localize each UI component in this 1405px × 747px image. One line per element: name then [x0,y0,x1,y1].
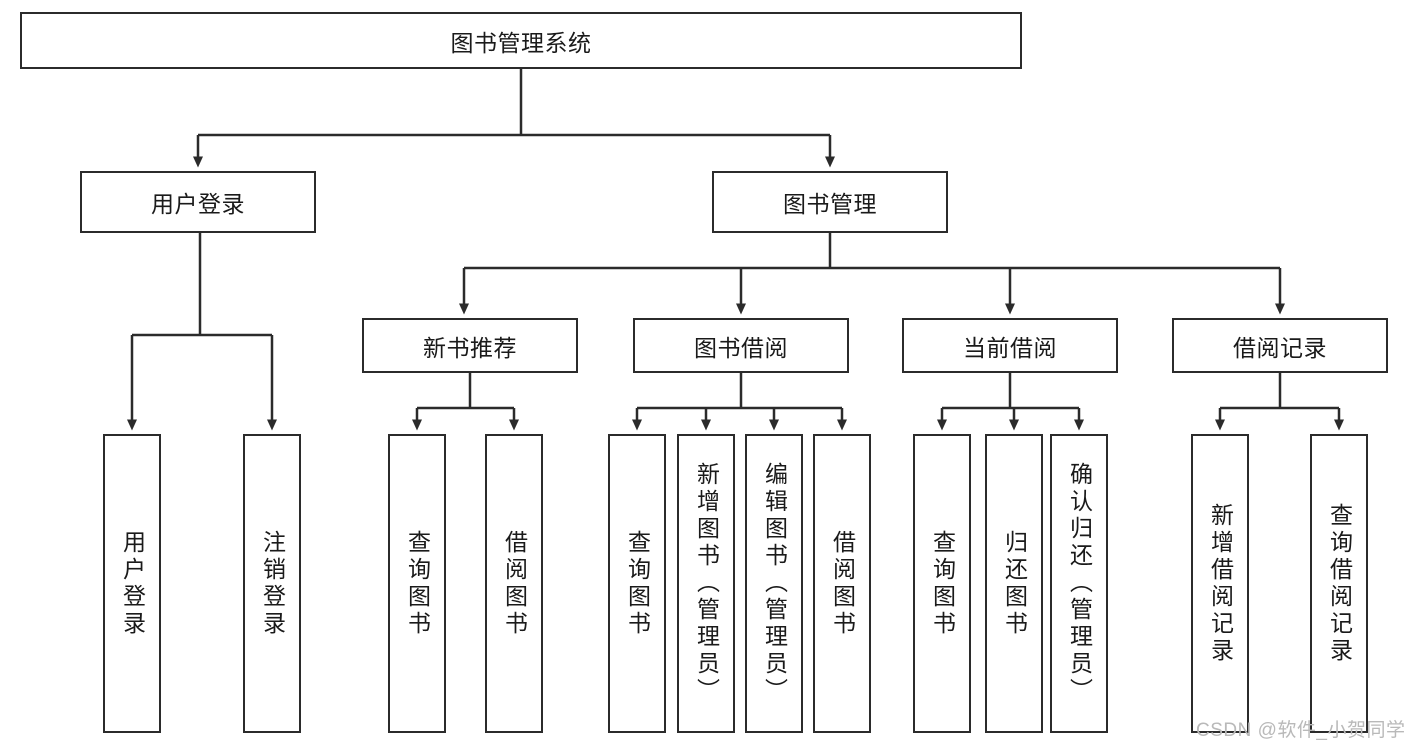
node-leaf-return-book[interactable]: 归还图书 [985,434,1043,733]
node-user-login[interactable]: 用户登录 [80,171,316,233]
node-book-manage[interactable]: 图书管理 [712,171,948,233]
leaf-label: 用户登录 [119,529,146,638]
leaf-label: 新增图书（管理员） [693,462,720,705]
leaf-label: 查询图书 [404,529,431,638]
node-leaf-confirm-return[interactable]: 确认归还（管理员） [1050,434,1108,733]
leaf-label: 注销登录 [259,529,286,638]
node-leaf-add-record[interactable]: 新增借阅记录 [1191,434,1249,733]
node-leaf-edit-book[interactable]: 编辑图书（管理员） [745,434,803,733]
node-leaf-user-logout[interactable]: 注销登录 [243,434,301,733]
leaf-label: 查询图书 [929,529,956,638]
node-new-book-recommend[interactable]: 新书推荐 [362,318,578,373]
leaf-label: 借阅图书 [829,529,856,638]
node-book-borrow[interactable]: 图书借阅 [633,318,849,373]
node-leaf-query-book-1[interactable]: 查询图书 [388,434,446,733]
node-root-system[interactable]: 图书管理系统 [20,12,1022,69]
leaf-label: 查询借阅记录 [1326,502,1353,665]
node-leaf-query-book-3[interactable]: 查询图书 [913,434,971,733]
node-current-borrow[interactable]: 当前借阅 [902,318,1118,373]
leaf-label: 借阅图书 [501,529,528,638]
leaf-label: 编辑图书（管理员） [761,462,788,705]
node-leaf-borrow-book-1[interactable]: 借阅图书 [485,434,543,733]
node-borrow-record[interactable]: 借阅记录 [1172,318,1388,373]
leaf-label: 确认归还（管理员） [1066,462,1093,705]
node-leaf-query-book-2[interactable]: 查询图书 [608,434,666,733]
node-leaf-query-record[interactable]: 查询借阅记录 [1310,434,1368,733]
node-leaf-borrow-book-2[interactable]: 借阅图书 [813,434,871,733]
csdn-watermark: CSDN @软件_小贺同学 [1196,720,1405,741]
leaf-label: 查询图书 [624,529,651,638]
leaf-label: 新增借阅记录 [1207,502,1234,665]
leaf-label: 归还图书 [1001,529,1028,638]
node-leaf-add-book[interactable]: 新增图书（管理员） [677,434,735,733]
node-leaf-user-login[interactable]: 用户登录 [103,434,161,733]
